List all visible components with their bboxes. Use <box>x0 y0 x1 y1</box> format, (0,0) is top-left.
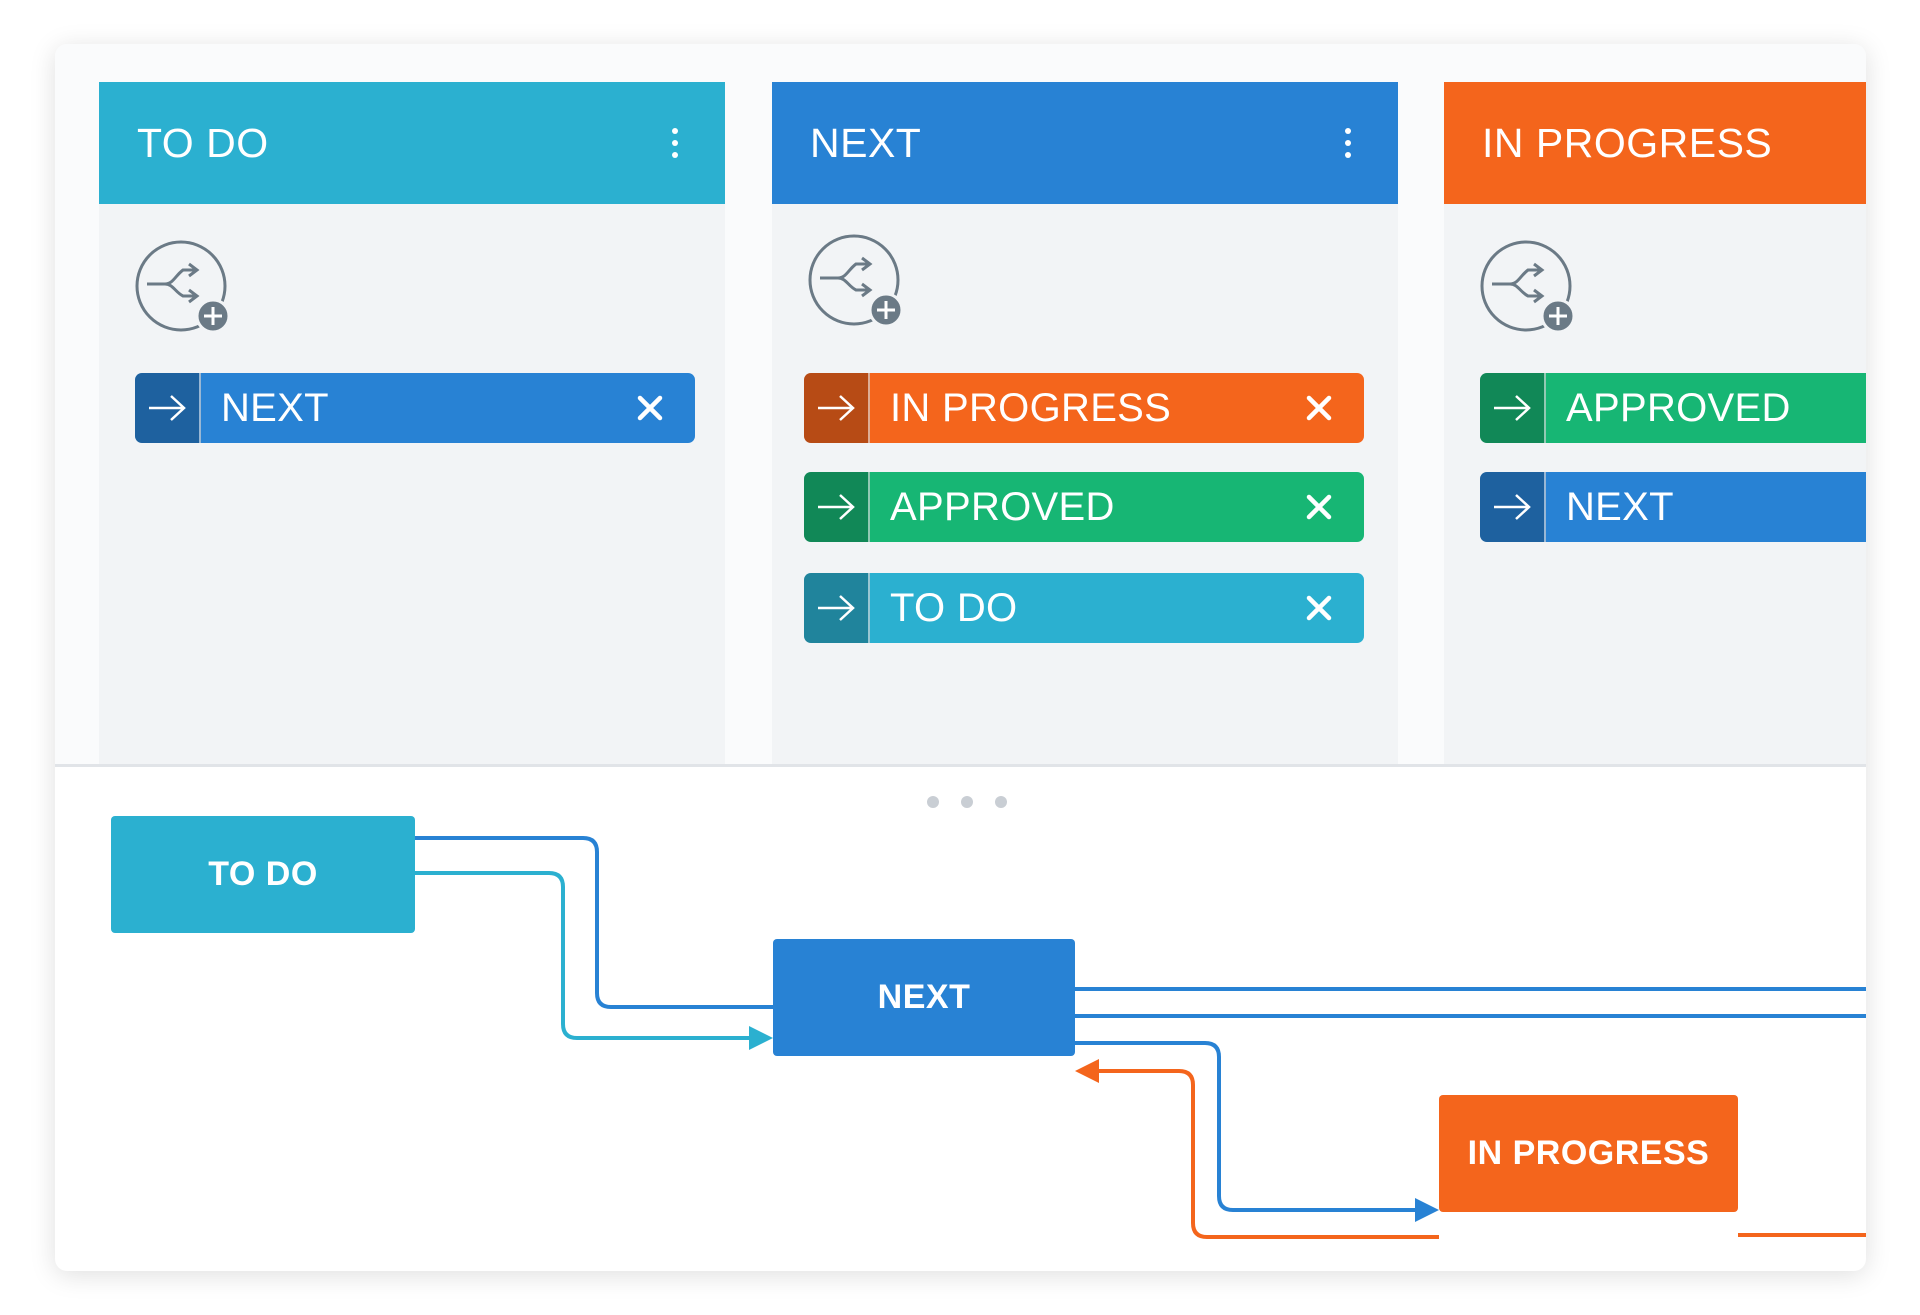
transition-label: NEXT <box>221 385 329 430</box>
status-board: TO DO NEXT <box>55 44 1866 764</box>
transition-chip[interactable]: IN PROGRESS <box>804 373 1364 443</box>
edge-next-to-todo <box>415 836 773 1009</box>
transition-chip[interactable]: TO DO <box>804 573 1364 643</box>
column-in-progress: IN PROGRESS APPROVED <box>1444 82 1866 764</box>
add-transition-icon[interactable] <box>808 234 908 334</box>
arrow-right-icon <box>804 472 870 542</box>
column-header: TO DO <box>99 82 725 204</box>
node-label: IN PROGRESS <box>1467 1134 1710 1172</box>
transition-chip[interactable]: APPROVED <box>1480 373 1866 443</box>
column-title: IN PROGRESS <box>1482 119 1773 166</box>
workflow-diagram: TO DO NEXT IN PROGRESS <box>55 767 1866 1271</box>
transition-chip[interactable]: NEXT <box>135 373 695 443</box>
column-title: TO DO <box>137 119 269 166</box>
transition-label: APPROVED <box>890 484 1115 529</box>
node-todo[interactable]: TO DO <box>111 816 415 933</box>
transition-label: TO DO <box>890 585 1018 630</box>
arrow-right-icon <box>804 573 870 643</box>
edge-next-to-in-progress <box>1075 1041 1415 1212</box>
panel-divider[interactable] <box>55 764 1866 767</box>
kebab-menu-icon[interactable] <box>1336 118 1360 168</box>
transition-chip[interactable]: NEXT <box>1480 472 1866 542</box>
add-transition-icon[interactable] <box>135 240 235 340</box>
remove-transition-icon[interactable] <box>605 373 695 443</box>
column-todo: TO DO NEXT <box>99 82 725 764</box>
column-title: NEXT <box>810 119 922 166</box>
edge-todo-to-next <box>415 871 749 1040</box>
transition-chip[interactable]: APPROVED <box>804 472 1364 542</box>
workflow-editor: TO DO NEXT <box>55 44 1866 1271</box>
edge-next-to-in-progress-arrowhead <box>1415 1198 1439 1222</box>
kebab-menu-icon[interactable] <box>663 118 687 168</box>
edge-in-progress-to-next <box>1099 1069 1439 1239</box>
arrow-right-icon <box>804 373 870 443</box>
transition-label: IN PROGRESS <box>890 385 1172 430</box>
edge-in-progress-to-next-arrowhead <box>1075 1059 1099 1083</box>
edge-todo-to-next-arrowhead <box>749 1026 773 1050</box>
remove-transition-icon[interactable] <box>1274 472 1364 542</box>
node-label: NEXT <box>877 978 971 1016</box>
column-next: NEXT IN PROGRESS <box>772 82 1398 764</box>
column-header: IN PROGRESS <box>1444 82 1866 204</box>
remove-transition-icon[interactable] <box>1274 373 1364 443</box>
transition-label: NEXT <box>1566 484 1674 529</box>
node-in-progress[interactable]: IN PROGRESS <box>1439 1095 1738 1212</box>
arrow-right-icon <box>1480 373 1546 443</box>
column-header: NEXT <box>772 82 1398 204</box>
resize-handle[interactable] <box>926 796 1007 808</box>
arrow-right-icon <box>1480 472 1546 542</box>
transition-label: APPROVED <box>1566 385 1791 430</box>
add-transition-icon[interactable] <box>1480 240 1580 340</box>
node-next[interactable]: NEXT <box>773 939 1075 1056</box>
node-label: TO DO <box>208 855 318 893</box>
remove-transition-icon[interactable] <box>1274 573 1364 643</box>
arrow-right-icon <box>135 373 201 443</box>
